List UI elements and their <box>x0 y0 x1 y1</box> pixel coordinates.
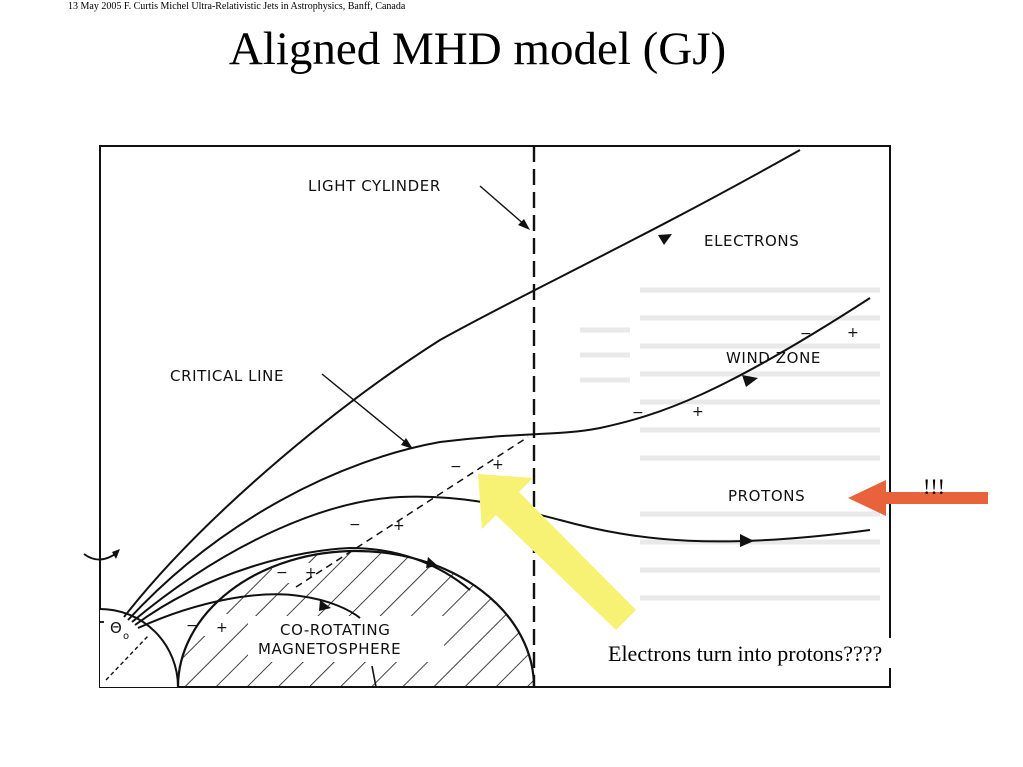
critical-surface-line <box>295 436 529 588</box>
red-arrow <box>848 480 988 516</box>
label-protons: PROTONS <box>728 487 805 505</box>
arrowhead-windzone <box>742 375 758 387</box>
caption-annotation: Electrons turn into protons???? <box>608 641 882 666</box>
sign-plus: + <box>216 620 228 636</box>
label-corotating: CO-ROTATING <box>280 621 390 639</box>
sign-minus: − <box>450 459 462 475</box>
label-critical-line: CRITICAL LINE <box>170 367 284 385</box>
arrowhead-protons <box>740 534 754 547</box>
sign-plus: + <box>393 518 405 534</box>
sign-minus: − <box>186 618 198 634</box>
leader-critical-line <box>321 373 411 447</box>
sign-minus: − <box>276 565 288 581</box>
star-fill <box>100 609 178 687</box>
field-lines <box>123 149 871 629</box>
background-ghost-lines <box>580 287 880 601</box>
rotation-arrow-icon <box>83 530 120 623</box>
leader-light-cylinder-head <box>518 219 530 230</box>
field-line-inner-2 <box>137 593 361 629</box>
leader-critical-line-head <box>401 438 413 449</box>
field-line-electrons <box>123 149 801 618</box>
magnetosphere-boundary <box>176 549 536 687</box>
bottom-tick <box>371 665 377 687</box>
corotating-label-bg <box>248 616 444 662</box>
label-wind-zone: WIND ZONE <box>726 349 821 367</box>
star-surface <box>100 608 179 687</box>
sign-minus: − <box>349 517 361 533</box>
arrowhead-inner-1 <box>426 557 438 568</box>
field-line-critical <box>127 297 871 621</box>
slide-title: Aligned MHD model (GJ) <box>228 23 727 75</box>
signs-bg-1 <box>180 614 228 636</box>
leader-light-cylinder <box>479 185 527 227</box>
signs-bg-2 <box>272 563 318 583</box>
sign-minus: − <box>632 405 644 421</box>
sign-plus: + <box>692 404 704 420</box>
label-theta-sub: o <box>123 631 130 642</box>
header-note: 13 May 2005 F. Curtis Michel Ultra-Relat… <box>68 1 406 12</box>
exclaim-annotation: !!! <box>923 474 945 499</box>
sign-plus: + <box>847 325 859 341</box>
label-electrons: ELECTRONS <box>704 232 799 250</box>
sign-plus: + <box>492 457 504 473</box>
charge-signs: − + − + − + − + − + − + <box>186 325 859 636</box>
label-theta: Θ <box>110 619 122 637</box>
sign-plus: + <box>305 565 317 581</box>
arrowhead-inner-2 <box>319 600 331 611</box>
label-light-cylinder: LIGHT CYLINDER <box>308 177 441 195</box>
yellow-arrow <box>478 474 636 630</box>
caption-bg <box>604 638 996 668</box>
label-magnetosphere-text: MAGNETOSPHERE <box>258 640 401 658</box>
sign-minus: − <box>800 326 812 342</box>
arrowhead-electrons <box>658 234 672 245</box>
theta-radius <box>105 635 149 681</box>
flow-arrowheads <box>319 234 758 611</box>
